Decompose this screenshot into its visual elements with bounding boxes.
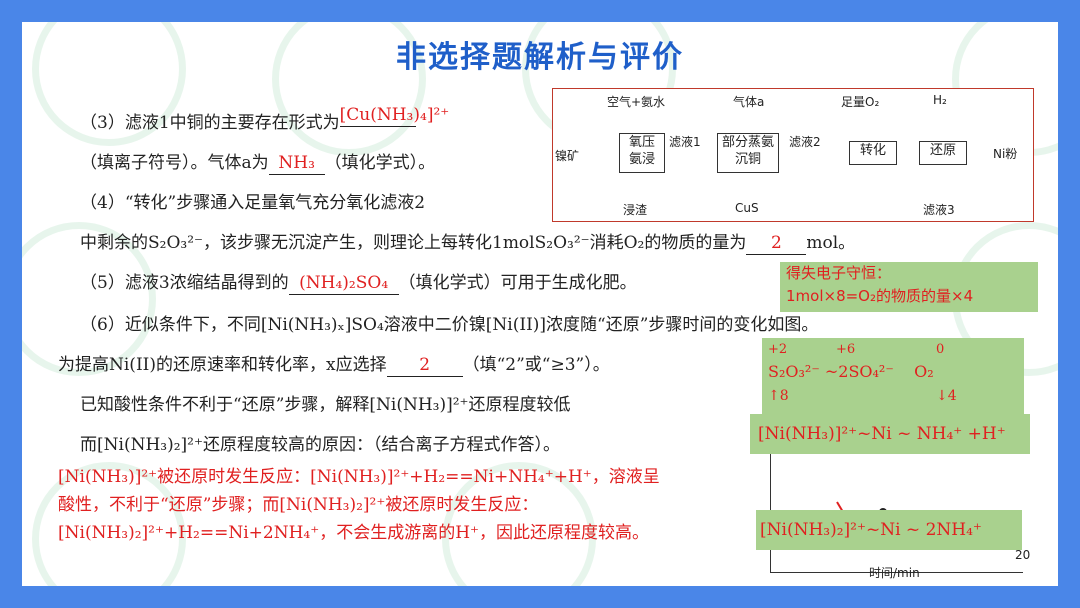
watermark-ring bbox=[272, 22, 426, 156]
ox-state-so4: +6 bbox=[836, 342, 856, 357]
redox-note: +2 +6 0 S₂O₃²⁻ ~2SO₄²⁻ O₂ ↑8 ↓4 bbox=[762, 338, 1024, 414]
flow-filtrate2: 滤液2 bbox=[789, 135, 821, 149]
flow-top-oxygen: 足量O₂ bbox=[841, 95, 880, 109]
q5-answer: (NH₄)₂SO₄ bbox=[288, 272, 399, 295]
page-title: 非选择题解析与评价 bbox=[396, 40, 684, 75]
q5-line: （5）滤液3浓缩结晶得到的(NH₄)₂SO₄（填化学式）可用于生成化肥。 bbox=[80, 272, 637, 295]
flow-input-label: 镍矿 bbox=[555, 149, 580, 163]
electron-conservation-note: 得失电子守恒： 1mol×8=O₂的物质的量×4 bbox=[780, 262, 1038, 312]
q3-answer1: [Cu(NH₃)₄]²⁺ bbox=[339, 105, 450, 127]
flow-box-precipitate: 部分蒸氨 沉铜 bbox=[717, 133, 779, 173]
answer-line-2: 酸性，不利于“还原”步骤；而[Ni(NH₃)₂]²⁺被还原时发生反应： bbox=[58, 495, 539, 515]
process-flowchart: 镍矿 氧压 氨浸 部分蒸氨 沉铜 转化 还原 Ni粉 空气+氨水 气体a 足量O… bbox=[552, 88, 1034, 222]
q5-suffix: （填化学式）可用于生成化肥。 bbox=[398, 273, 637, 293]
q6-line2-suffix: （填“2”或“≥3”）。 bbox=[462, 355, 610, 375]
q6-line3: 已知酸性条件不利于“还原”步骤，解释[Ni(NH₃)]²⁺还原程度较低 bbox=[80, 395, 571, 415]
q4-line2: 中剩余的S₂O₃²⁻，该步骤无沉淀产生，则理论上每转化1molS₂O₃²⁻消耗O… bbox=[80, 232, 855, 255]
watermark-ring bbox=[32, 462, 186, 586]
q4-line1: （4）“转化”步骤通入足量氧气充分氧化滤液2 bbox=[80, 193, 426, 213]
relation-note-1: [Ni(NH₃)]²⁺~Ni ~ NH₄⁺ +H⁺ bbox=[750, 414, 1030, 454]
q5-prefix: （5）滤液3浓缩结晶得到的 bbox=[80, 273, 289, 293]
q6-line1: （6）近似条件下，不同[Ni(NH₃)ₓ]SO₄溶液中二价镍[Ni(II)]浓度… bbox=[80, 315, 819, 335]
flow-box-reduce: 还原 bbox=[919, 141, 967, 165]
answer-line-3: [Ni(NH₃)₂]²⁺+H₂==Ni+2NH₄⁺，不会生成游离的H⁺，因此还原… bbox=[58, 523, 649, 543]
q3-answer2: NH₃ bbox=[268, 152, 325, 175]
flow-output-label: Ni粉 bbox=[993, 147, 1018, 161]
q3-line1: （3）滤液1中铜的主要存在形式为[Cu(NH₃)₄]²⁺ bbox=[80, 105, 449, 135]
q6-answer: 2 bbox=[386, 354, 463, 377]
ox-state-o2: 0 bbox=[936, 342, 945, 357]
slide: 非选择题解析与评价 镍矿 氧压 氨浸 部分蒸氨 沉铜 转化 还原 Ni粉 空气+… bbox=[22, 22, 1058, 586]
graph-x-label: 时间/min bbox=[869, 566, 920, 580]
flow-top-air-ammonia: 空气+氨水 bbox=[607, 95, 666, 109]
q4-answer: 2 bbox=[746, 232, 807, 255]
flow-filtrate1: 滤液1 bbox=[669, 135, 701, 149]
q3-prefix: （3）滤液1中铜的主要存在形式为 bbox=[80, 113, 340, 133]
q4-line2-prefix: 中剩余的S₂O₃²⁻，该步骤无沉淀产生，则理论上每转化1molS₂O₃²⁻消耗O… bbox=[80, 233, 747, 253]
q3-line2-prefix: （填离子符号）。气体a为 bbox=[80, 153, 269, 173]
ox-state-s: +2 bbox=[768, 342, 788, 357]
answer-line-1: [Ni(NH₃)]²⁺被还原时发生反应：[Ni(NH₃)]²⁺+H₂==Ni+N… bbox=[58, 467, 660, 487]
redox-equation: S₂O₃²⁻ ~2SO₄²⁻ O₂ bbox=[768, 362, 934, 381]
flow-top-gas-a: 气体a bbox=[733, 95, 765, 109]
arrow-down-label: ↓4 bbox=[936, 388, 957, 404]
flow-bottom-residue: 浸渣 bbox=[623, 203, 648, 217]
watermark-ring bbox=[442, 462, 596, 586]
q3-line2-suffix: （填化学式）。 bbox=[324, 153, 436, 173]
watermark-ring bbox=[32, 22, 186, 146]
q6-line4: 而[Ni(NH₃)₂]²⁺还原程度较高的原因：（结合离子方程式作答）。 bbox=[80, 435, 560, 455]
watermark-ring bbox=[22, 222, 156, 376]
q6-line2-prefix: 为提高Ni(II)的还原速率和转化率，x应选择 bbox=[58, 355, 387, 375]
relation-note-2: [Ni(NH₃)₂]²⁺~Ni ~ 2NH₄⁺ bbox=[756, 510, 1022, 550]
flow-bottom-cus: CuS bbox=[735, 201, 759, 215]
flow-bottom-filtrate3: 滤液3 bbox=[923, 203, 955, 217]
electron-note-equation: 1mol×8=O₂的物质的量×4 bbox=[786, 287, 974, 305]
q4-line2-suffix: mol。 bbox=[806, 233, 856, 253]
flow-box-leach: 氧压 氨浸 bbox=[619, 133, 665, 173]
electron-note-title: 得失电子守恒： bbox=[786, 264, 892, 282]
flow-box-convert: 转化 bbox=[849, 141, 897, 165]
arrow-up-label: ↑8 bbox=[768, 388, 789, 404]
graph-x-tick-end: 20 bbox=[1015, 548, 1031, 562]
flow-top-hydrogen: H₂ bbox=[933, 93, 947, 107]
